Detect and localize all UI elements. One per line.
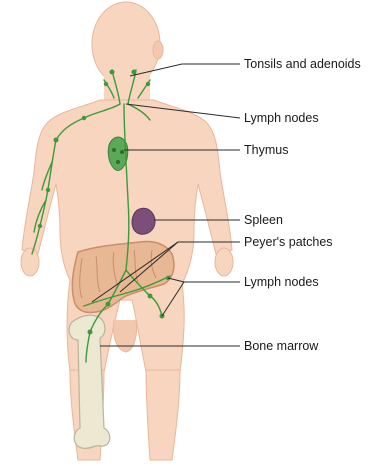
label-bone-marrow: Bone marrow [244,339,319,353]
label-thymus: Thymus [244,143,288,157]
label-lymph-nodes-lower: Lymph nodes [244,275,319,289]
label-spleen: Spleen [244,213,283,227]
label-peyers: Peyer's patches [244,235,333,249]
right-leg [146,370,180,460]
ear [153,41,163,59]
labels: Tonsils and adenoids Lymph nodes Thymus … [244,57,361,353]
spleen-organ [132,208,155,234]
label-lymph-nodes-upper: Lymph nodes [244,111,319,125]
head [92,2,160,86]
groin [114,320,137,352]
label-tonsils: Tonsils and adenoids [244,57,361,71]
right-hand [215,248,233,276]
human-body-figure [21,2,233,460]
left-hand [21,248,39,276]
